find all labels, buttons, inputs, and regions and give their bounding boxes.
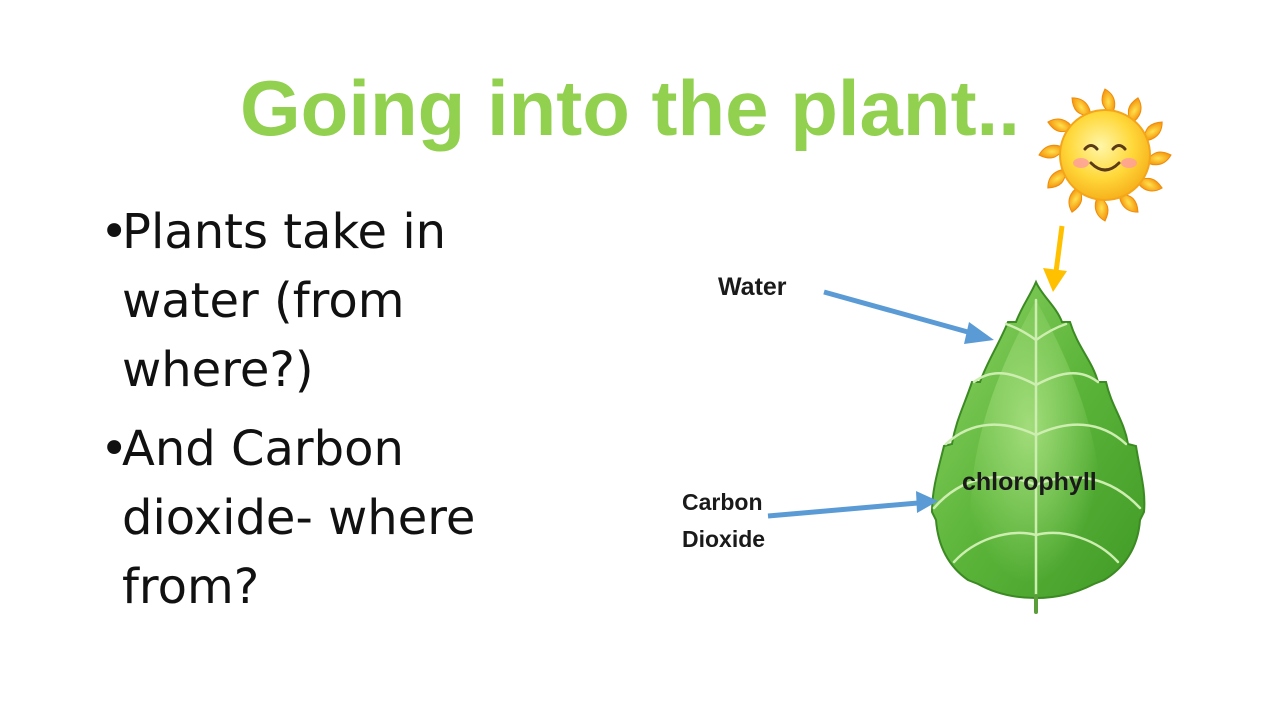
carbon-dioxide-label: Carbon Dioxide	[682, 484, 765, 558]
carbon-dioxide-arrow	[767, 491, 938, 519]
carbon-dioxide-label-line2: Dioxide	[682, 526, 766, 552]
bullet-item-water: Plants take in water (from where?)	[100, 198, 560, 405]
water-label: Water	[718, 273, 787, 301]
slide-title: Going into the plant..	[240, 64, 1020, 152]
water-arrow	[823, 289, 994, 344]
bullet-list: Plants take in water (from where?) And C…	[100, 198, 560, 632]
sunlight-arrow	[1043, 225, 1067, 292]
sun-icon	[1038, 88, 1172, 222]
chlorophyll-label: chlorophyll	[962, 468, 1097, 496]
leaf-illustration	[930, 279, 1146, 614]
carbon-dioxide-label-line1: Carbon	[682, 489, 763, 515]
bullet-item-carbon-dioxide: And Carbon dioxide- where from?	[100, 415, 560, 622]
